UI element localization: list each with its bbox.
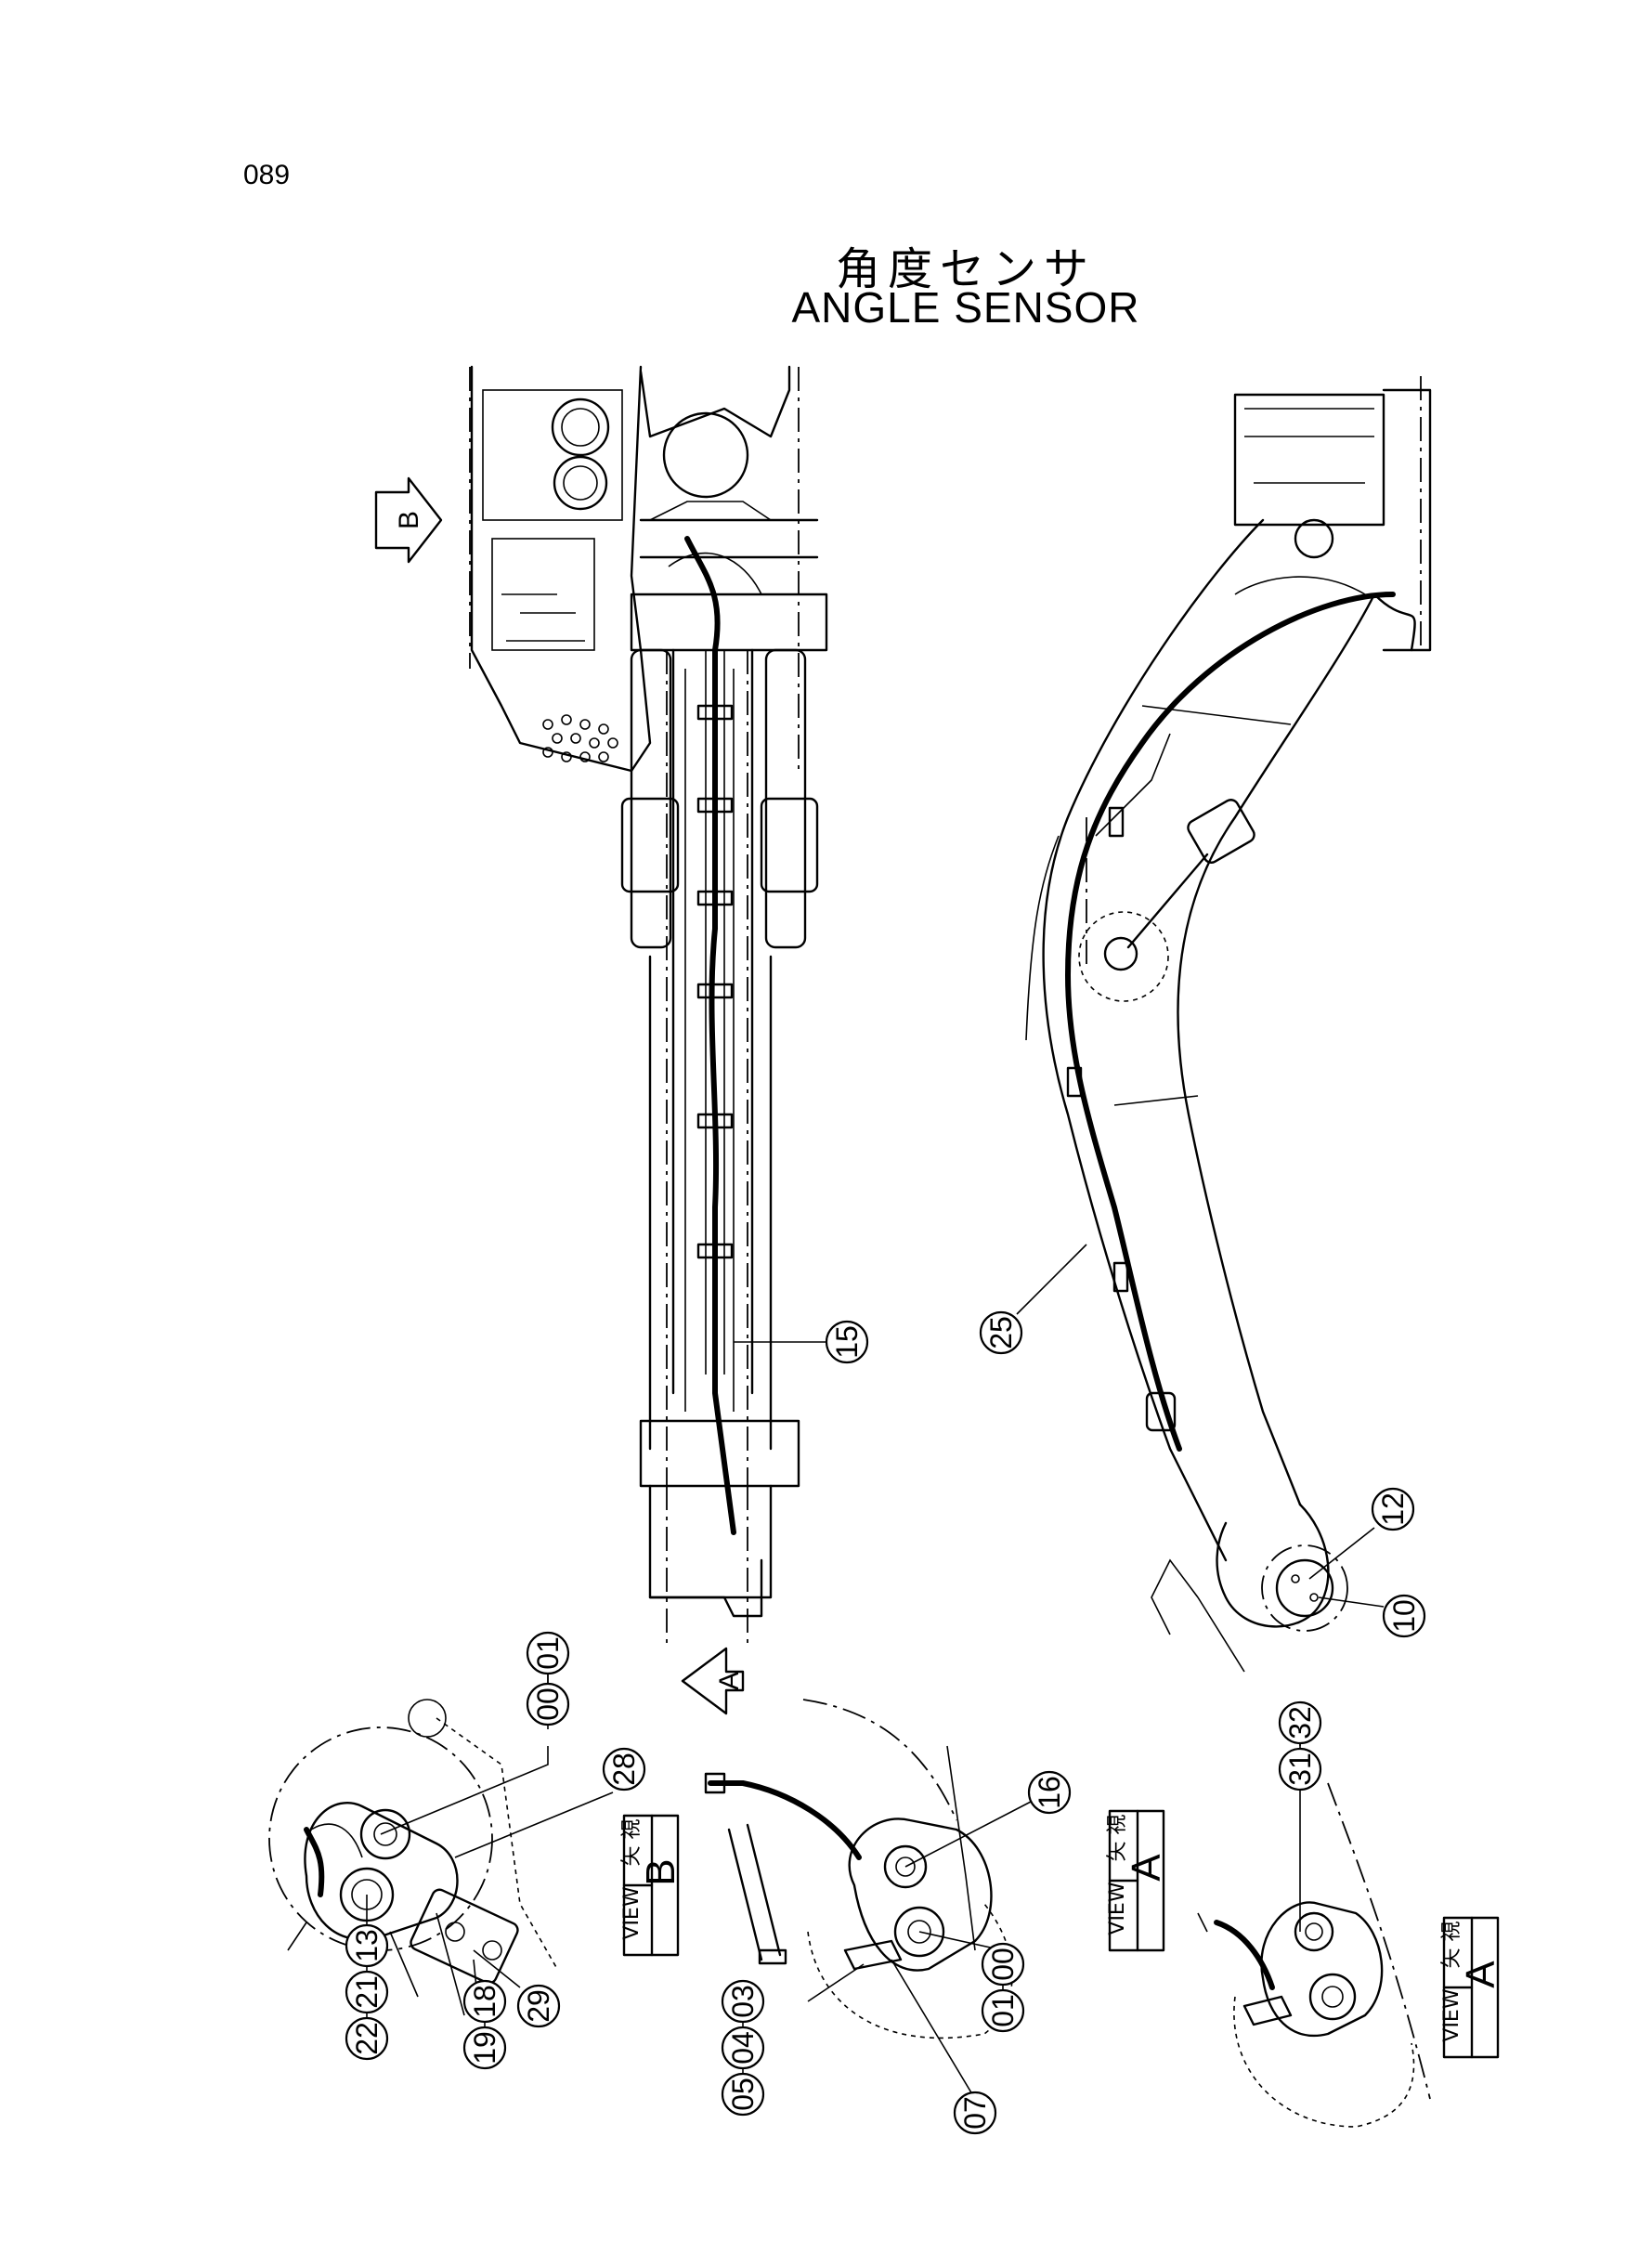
leader-lines [366, 1244, 1385, 2100]
callout-19: 19 [462, 2026, 507, 2070]
svg-text:19: 19 [468, 2031, 501, 2065]
harness-clamps [696, 704, 734, 1259]
svg-text:32: 32 [1283, 1706, 1317, 1739]
view-b-detail [268, 1699, 558, 2016]
svg-text:00: 00 [986, 1948, 1020, 1981]
svg-text:05: 05 [726, 2078, 760, 2111]
view-a-label-box-1: 矢 視 VIEW A [1106, 1809, 1169, 1952]
svg-text:15: 15 [830, 1325, 864, 1359]
callout-10: 10 [1382, 1594, 1426, 1638]
callout-32: 32 [1278, 1700, 1322, 1745]
callout-29: 29 [516, 1984, 561, 2028]
step-plate-dots [542, 714, 618, 762]
callout-00-a: 00 [981, 1942, 1025, 1987]
svg-text:01: 01 [531, 1636, 565, 1670]
title-english: ANGLE SENSOR [791, 283, 1140, 332]
boom-top-view [469, 365, 828, 1644]
view-a-label-box-2: 矢 視 VIEW A [1440, 1916, 1503, 2059]
callout-01-b: 01 [526, 1631, 570, 1675]
svg-text:12: 12 [1376, 1492, 1410, 1526]
svg-text:01: 01 [986, 1994, 1020, 2027]
callout-21: 21 [345, 1970, 389, 2014]
callout-05: 05 [721, 2072, 765, 2117]
callout-28: 28 [602, 1747, 646, 1791]
view-b-arrow: B [374, 476, 443, 564]
view-a-detail-1 [704, 1699, 1013, 2039]
svg-text:22: 22 [350, 2022, 384, 2055]
view-a1-label-ja: 矢 視 [1106, 1815, 1129, 1862]
callout-31: 31 [1278, 1747, 1322, 1791]
view-a2-label-ja: 矢 視 [1440, 1922, 1463, 1969]
callout-07: 07 [953, 2091, 997, 2135]
view-b-label-box: 矢 視 VIEW B [620, 1814, 683, 1957]
view-b-label-en: VIEW [620, 1886, 644, 1939]
title-japanese: 角度センサ [835, 243, 1096, 295]
view-b-letter: B [638, 1858, 683, 1885]
svg-text:29: 29 [522, 1989, 555, 2023]
svg-text:25: 25 [984, 1316, 1018, 1349]
svg-text:07: 07 [958, 2096, 992, 2130]
svg-text:18: 18 [468, 1985, 501, 2018]
view-a-detail-2 [1197, 1782, 1431, 2128]
svg-text:28: 28 [607, 1752, 641, 1786]
view-b-label-ja: 矢 視 [620, 1819, 644, 1867]
callout-22: 22 [345, 2016, 389, 2061]
callout-15: 15 [825, 1320, 869, 1364]
callout-18: 18 [462, 1979, 507, 2024]
view-a2-label-en: VIEW [1440, 1988, 1463, 2041]
svg-text:03: 03 [726, 1985, 760, 2018]
callout-04: 04 [721, 2026, 765, 2070]
callout-12: 12 [1371, 1487, 1415, 1531]
svg-text:31: 31 [1283, 1752, 1317, 1786]
callout-01-a: 01 [981, 1988, 1025, 2033]
svg-text:13: 13 [350, 1929, 384, 1962]
view-a-arrow-label: A [714, 1672, 745, 1690]
view-a1-letter: A [1124, 1854, 1169, 1882]
view-a1-label-en: VIEW [1106, 1882, 1129, 1935]
view-a2-letter: A [1458, 1961, 1503, 1988]
callout-00-b: 00 [526, 1682, 570, 1726]
callout-03: 03 [721, 1979, 765, 2024]
boom-side-view [1025, 376, 1432, 1673]
page-number: 089 [243, 160, 291, 190]
callout-16: 16 [1027, 1770, 1072, 1815]
svg-text:04: 04 [726, 2031, 760, 2065]
svg-text:00: 00 [531, 1687, 565, 1721]
view-b-arrow-label: B [394, 511, 424, 529]
callout-25: 25 [979, 1310, 1023, 1355]
svg-text:16: 16 [1033, 1776, 1066, 1809]
svg-text:21: 21 [350, 1975, 384, 2009]
view-a-arrow: A [681, 1647, 745, 1715]
callout-13: 13 [345, 1923, 389, 1968]
svg-text:10: 10 [1387, 1599, 1421, 1633]
